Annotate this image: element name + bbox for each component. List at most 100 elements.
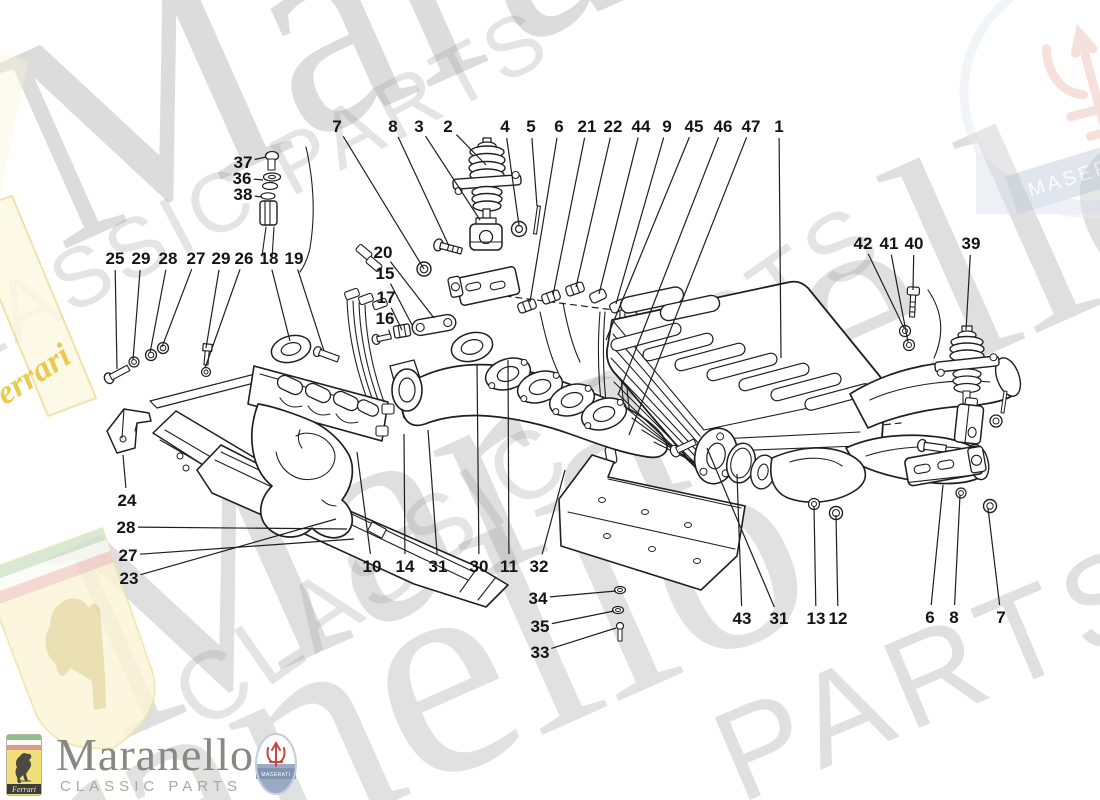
leader-line-1 xyxy=(778,137,782,359)
part-number-11: 11 xyxy=(500,557,518,576)
part-number-31: 31 xyxy=(770,609,789,628)
leader-line-28 xyxy=(149,269,167,354)
callout-43: 43 xyxy=(733,473,751,628)
callout-22: 22 xyxy=(575,117,622,288)
part-number-33: 33 xyxy=(531,643,550,662)
part-number-32: 32 xyxy=(530,557,549,576)
part-number-7: 7 xyxy=(332,117,341,136)
callout-10: 10 xyxy=(356,451,382,576)
footer-logo-band[interactable]: Ferrari Maranello CLASSIC PARTS MASERATI xyxy=(0,726,1100,800)
callout-41: 41 xyxy=(880,234,909,343)
leader-line-35 xyxy=(551,610,615,625)
damper-mount-top xyxy=(416,137,541,292)
callout-25: 25 xyxy=(106,249,124,370)
wire-bundle-left xyxy=(344,244,388,403)
part-number-27: 27 xyxy=(187,249,206,268)
part-number-23: 23 xyxy=(120,569,139,588)
part-number-41: 41 xyxy=(880,234,899,253)
callout-35: 35 xyxy=(531,610,615,636)
link-and-spacers xyxy=(371,313,457,346)
callout-11: 11 xyxy=(500,359,518,576)
leader-line-43 xyxy=(736,473,743,607)
part-number-7: 7 xyxy=(996,608,1005,627)
callout-31: 31 xyxy=(706,447,789,628)
downpipe-assembly xyxy=(669,427,867,521)
callout-7: 7 xyxy=(987,507,1006,627)
leader-line-33 xyxy=(551,627,617,649)
part-number-38: 38 xyxy=(234,185,253,204)
leader-line-10 xyxy=(356,451,371,555)
part-number-40: 40 xyxy=(905,234,924,253)
leader-line-27 xyxy=(139,538,355,555)
callout-27: 27 xyxy=(119,538,355,565)
prancing-horse-icon xyxy=(15,752,32,783)
part-number-20: 20 xyxy=(374,243,393,262)
callout-20: 20 xyxy=(374,243,435,319)
leader-line-12 xyxy=(835,514,839,607)
callout-2: 2 xyxy=(443,117,487,166)
callout-36: 36 xyxy=(233,169,264,188)
callout-44: 44 xyxy=(598,117,651,295)
callout-28: 28 xyxy=(149,249,177,354)
callout-30: 30 xyxy=(470,363,489,576)
maserati-oval-logo: MASERATI xyxy=(255,733,297,795)
ferrari-shield-label: Ferrari xyxy=(11,785,36,794)
part-number-17: 17 xyxy=(377,288,396,307)
manifold-rear-bank xyxy=(389,357,668,459)
leader-line-3 xyxy=(424,135,481,221)
callout-8: 8 xyxy=(388,117,450,247)
leader-line-30 xyxy=(476,363,480,555)
gaskets xyxy=(270,331,494,364)
callout-29: 29 xyxy=(205,249,230,349)
callout-6: 6 xyxy=(529,117,564,303)
callout-6: 6 xyxy=(925,484,944,627)
callout-45: 45 xyxy=(605,117,703,341)
part-number-6: 6 xyxy=(554,117,563,136)
leader-line-29 xyxy=(132,269,141,361)
part-number-30: 30 xyxy=(470,557,489,576)
part-number-31: 31 xyxy=(429,557,448,576)
callout-33: 33 xyxy=(531,627,617,662)
leader-line-32 xyxy=(541,469,566,555)
callout-16: 16 xyxy=(376,309,394,335)
part-number-46: 46 xyxy=(714,117,733,136)
maserati-banner-label: MASERATI xyxy=(261,772,290,778)
part-number-21: 21 xyxy=(578,117,597,136)
callout-12: 12 xyxy=(829,514,847,628)
part-number-10: 10 xyxy=(363,557,382,576)
leader-line-25 xyxy=(114,269,118,370)
bracket-slotted-top xyxy=(447,266,521,306)
callout-39: 39 xyxy=(962,234,980,331)
part-number-29: 29 xyxy=(132,249,151,268)
leader-line-15 xyxy=(389,283,413,326)
bracket-24 xyxy=(106,408,190,472)
leader-line-39 xyxy=(965,254,971,331)
callout-42: 42 xyxy=(854,234,905,329)
part-number-6: 6 xyxy=(925,608,934,627)
callout-40: 40 xyxy=(905,234,924,291)
ferrari-shield-logo: Ferrari xyxy=(6,734,42,796)
leader-line-6 xyxy=(930,484,944,606)
heat-shield-bottom xyxy=(558,454,746,642)
callout-14: 14 xyxy=(396,433,415,576)
leader-line-29 xyxy=(205,269,220,349)
part-number-9: 9 xyxy=(662,117,671,136)
leader-line-28 xyxy=(137,526,348,530)
callout-47: 47 xyxy=(628,117,760,436)
leader-line-41 xyxy=(890,254,909,343)
part-number-8: 8 xyxy=(949,608,958,627)
part-number-19: 19 xyxy=(285,249,304,268)
callout-1: 1 xyxy=(774,117,784,359)
muffler xyxy=(605,280,887,477)
leader-line-7 xyxy=(987,507,1001,606)
callout-13: 13 xyxy=(807,505,825,628)
callout-21: 21 xyxy=(552,117,597,296)
leader-line-20 xyxy=(389,261,435,319)
callout-32: 32 xyxy=(530,469,566,576)
callout-34: 34 xyxy=(529,589,617,608)
callout-7: 7 xyxy=(332,117,425,270)
exhaust-drawing xyxy=(103,137,1022,642)
